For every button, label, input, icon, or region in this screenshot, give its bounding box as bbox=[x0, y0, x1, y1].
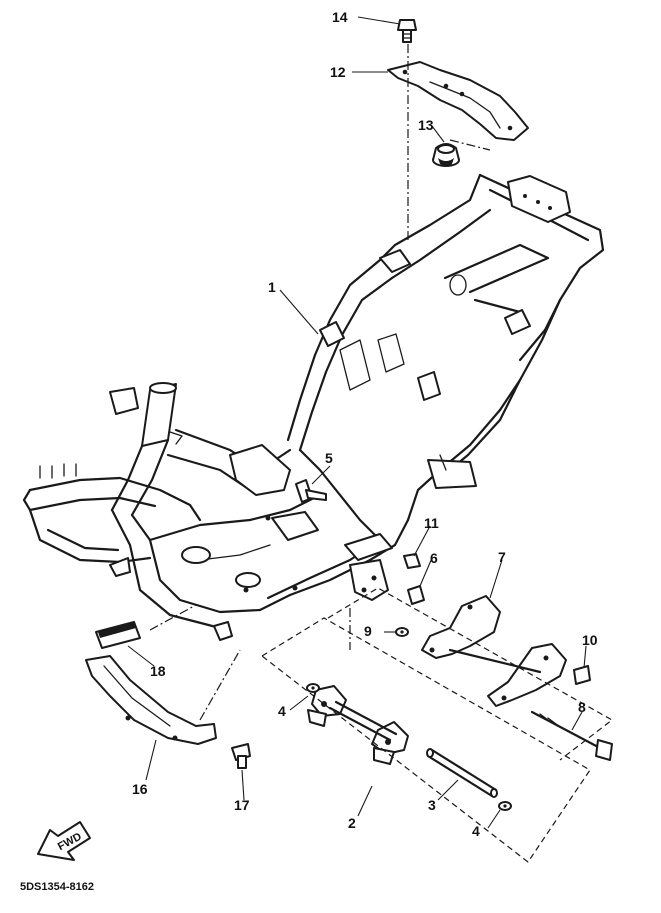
callout-16: 16 bbox=[132, 781, 148, 797]
callout-11: 11 bbox=[424, 515, 439, 531]
callout-13: 13 bbox=[418, 117, 434, 133]
part-14-bolt bbox=[397, 19, 417, 43]
part-16-bracket bbox=[85, 655, 217, 745]
part-6-nut bbox=[407, 585, 425, 605]
callout-3: 3 bbox=[428, 797, 436, 813]
callout-4b: 4 bbox=[472, 823, 480, 839]
callout-leaders bbox=[127, 16, 587, 829]
assembly-line-16 bbox=[199, 649, 241, 721]
callout-6: 6 bbox=[430, 550, 438, 566]
callout-17: 17 bbox=[234, 797, 250, 813]
stand-assembly-box bbox=[260, 617, 591, 863]
part-4-washer-a bbox=[306, 683, 320, 693]
part-7-stand-plate bbox=[421, 595, 501, 659]
part-1-main-frame bbox=[258, 173, 605, 612]
part-2-stand-assembly bbox=[307, 685, 409, 765]
callout-12: 12 bbox=[330, 64, 346, 80]
part-9-washer bbox=[395, 627, 409, 637]
part-5-bolt bbox=[295, 479, 327, 503]
part-17-bolt bbox=[231, 743, 251, 769]
part-8-long-bolt bbox=[530, 710, 613, 761]
part-3-shaft bbox=[426, 748, 498, 798]
callout-5: 5 bbox=[325, 450, 333, 466]
callout-14: 14 bbox=[332, 9, 348, 25]
stand-right-bracket bbox=[487, 643, 567, 707]
drawing-code: 5DS1354-8162 bbox=[20, 881, 94, 893]
front-section-frame bbox=[22, 382, 389, 641]
stand-pivot-shaft bbox=[448, 648, 542, 674]
callout-4a: 4 bbox=[278, 703, 286, 719]
stand-bracket-box bbox=[327, 587, 614, 761]
callout-9: 9 bbox=[364, 623, 372, 639]
part-13-damper bbox=[432, 143, 460, 167]
assembly-line-13 bbox=[449, 139, 491, 151]
part-10-bolt bbox=[573, 665, 591, 685]
part-18-pad bbox=[95, 621, 141, 649]
part-12-bracket bbox=[387, 61, 529, 141]
callout-18: 18 bbox=[150, 663, 166, 679]
callout-8: 8 bbox=[578, 699, 586, 715]
callout-10: 10 bbox=[582, 632, 598, 648]
assembly-line-18 bbox=[149, 604, 197, 631]
part-4-washer-b bbox=[498, 801, 512, 811]
front-direction-arrow: FWD bbox=[37, 821, 91, 861]
part-11-nut bbox=[403, 553, 421, 569]
callout-2: 2 bbox=[348, 815, 356, 831]
callout-1: 1 bbox=[268, 279, 276, 295]
callout-7: 7 bbox=[498, 549, 506, 565]
